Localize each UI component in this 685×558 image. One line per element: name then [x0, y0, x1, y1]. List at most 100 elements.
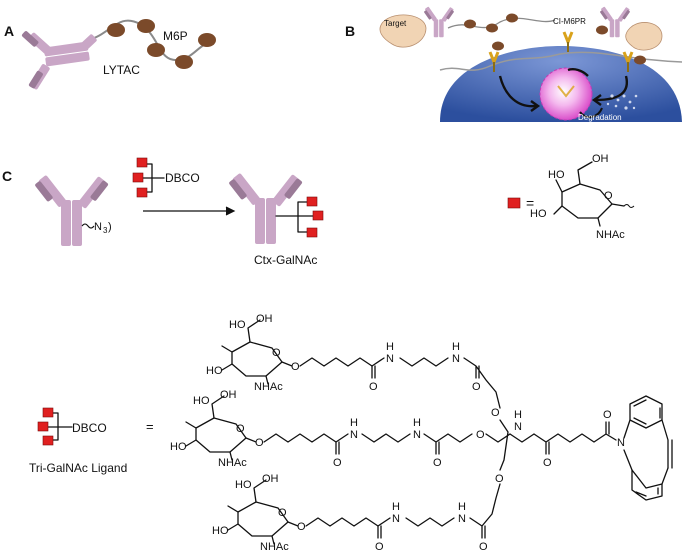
galnac-nhac-label: NHAc: [596, 229, 625, 241]
arm2-amide-h-label: H: [350, 417, 358, 429]
galnac-arm: [227, 479, 501, 545]
m6p-bead: [147, 43, 165, 57]
arm2-ether-o-label: O: [476, 429, 485, 441]
arm3-oh-label: OH: [262, 473, 279, 485]
bound-lytac-antibody-icon: [423, 6, 455, 38]
ligand-equals: =: [146, 419, 154, 434]
arm2-oh-label: OH: [220, 389, 237, 401]
lytac-label: LYTAC: [103, 63, 140, 77]
lytac-mechanism-diagram: Target CI-M6PR: [379, 6, 683, 122]
arm1-carbonyl-o-label: O: [472, 381, 481, 393]
arm1-ho-label: HO: [229, 319, 246, 331]
arm1-nhac-label: NHAc: [254, 381, 283, 393]
dbco-label: DBCO: [165, 171, 200, 185]
m6pr-receptor-icon: [488, 51, 500, 72]
ctx-galnac-label: Ctx-GalNAc: [254, 253, 317, 267]
azide-paren: ): [108, 221, 112, 233]
degradation-fragments: [606, 94, 638, 110]
arm1-amide-n-label: N: [452, 353, 460, 365]
galnac-square: [312, 210, 324, 221]
galnac-square: [306, 196, 318, 207]
target-label: Target: [384, 19, 407, 28]
cetuximab-azide-antibody-icon: [35, 175, 109, 246]
arm2-amide-n-label: N: [413, 429, 421, 441]
core-carbonyl-o-label: O: [543, 457, 552, 469]
panel-label-b: B: [345, 23, 355, 39]
m6p-bead: [492, 41, 504, 51]
arm3-carbonyl-o-label: O: [375, 541, 384, 553]
m6p-bead: [506, 13, 518, 23]
m6pr-receptor-icon: [562, 31, 574, 52]
m6p-bead: [137, 19, 155, 33]
dbco-n-label: N: [617, 437, 625, 449]
ctx-galnac-antibody-icon: [229, 173, 303, 244]
arm3-amide-h-label: H: [392, 501, 400, 513]
arm3-ho-label: HO: [212, 525, 229, 537]
arm2-carbonyl-o-label: O: [333, 457, 342, 469]
galnac-oh-label: OH: [592, 153, 609, 165]
internalization-arrow: [498, 75, 537, 108]
arm2-ho-label: HO: [170, 441, 187, 453]
galnac-square: [306, 227, 318, 238]
arm3-ring-o-label: O: [278, 507, 287, 519]
arm3-amide-n-label: N: [392, 513, 400, 525]
azide-subscript: 3: [103, 226, 108, 235]
m6p-bead: [634, 55, 646, 65]
receptor-label: CI-M6PR: [553, 17, 586, 26]
dbco-carbonyl-o-label: O: [603, 409, 612, 421]
m6p-bead: [486, 23, 498, 33]
galnac-square: [42, 435, 54, 446]
tri-galnac-ligand-label: Tri-GalNAc Ligand: [29, 461, 127, 475]
lytac-antibody-icon: [21, 31, 97, 90]
galnac-square: [132, 172, 144, 183]
arm2-nhac-label: NHAc: [218, 457, 247, 469]
m6p-bead: [464, 19, 476, 29]
arm3-ho-label: HO: [235, 479, 252, 491]
arm1-carbonyl-o-label: O: [369, 381, 378, 393]
m6p-label: M6P: [163, 29, 188, 43]
galnac-equals: =: [526, 195, 534, 211]
recycling-arrow: [595, 75, 629, 102]
arm1-amide-h-label: H: [386, 341, 394, 353]
galnac-arm: [185, 395, 511, 471]
panel-label-a: A: [4, 23, 14, 39]
degradation-label: Degradation: [578, 113, 622, 122]
galnac-square: [37, 421, 49, 432]
arm2-ho-label: HO: [193, 395, 210, 407]
arm1-ring-o-label: O: [272, 347, 281, 359]
galnac-square-legend: [507, 197, 521, 209]
tri-galnac-ligand-key: DBCO = Tri-GalNAc Ligand: [29, 407, 154, 475]
m6p-bead: [596, 25, 608, 35]
arm2-ring-o-label: O: [236, 423, 245, 435]
lytac-diagram: M6P LYTAC: [21, 19, 216, 90]
panel-label-c: C: [2, 168, 12, 184]
conjugation-scheme: N 3 ) DBCO Ctx-GalNAc =: [35, 153, 635, 267]
arm2-o-label: O: [255, 437, 264, 449]
arm1-amide-n-label: N: [386, 353, 394, 365]
target-protein: [625, 22, 663, 51]
m6p-bead: [107, 23, 125, 37]
core-amide-n-label: N: [514, 421, 522, 433]
arm2-amide-h-label: H: [413, 417, 421, 429]
target-protein: [379, 14, 427, 48]
arm3-ether-o-label: O: [495, 473, 504, 485]
core-amide-h-label: H: [514, 409, 522, 421]
galnac-structure: HO OH HO O NHAc: [530, 153, 635, 241]
recycling-arrow: [567, 68, 589, 77]
core-to-dbco-linker: [509, 421, 617, 455]
dbco-ring-system: [623, 395, 673, 501]
m6p-bead: [175, 55, 193, 69]
arm2-carbonyl-o-label: O: [433, 457, 442, 469]
arm3-nhac-label: NHAc: [260, 541, 289, 553]
arm2-amide-n-label: N: [350, 429, 358, 441]
arm3-o-label: O: [297, 521, 306, 533]
galnac-o-label: O: [604, 190, 613, 202]
arm3-carbonyl-o-label: O: [479, 541, 488, 553]
arm3-amide-n-label: N: [458, 513, 466, 525]
arm3-amide-h-label: H: [458, 501, 466, 513]
arm1-amide-h-label: H: [452, 341, 460, 353]
galnac-ho-label: HO: [530, 208, 547, 220]
arm1-ether-o-label: O: [491, 407, 500, 419]
galnac-arm: [221, 319, 501, 409]
